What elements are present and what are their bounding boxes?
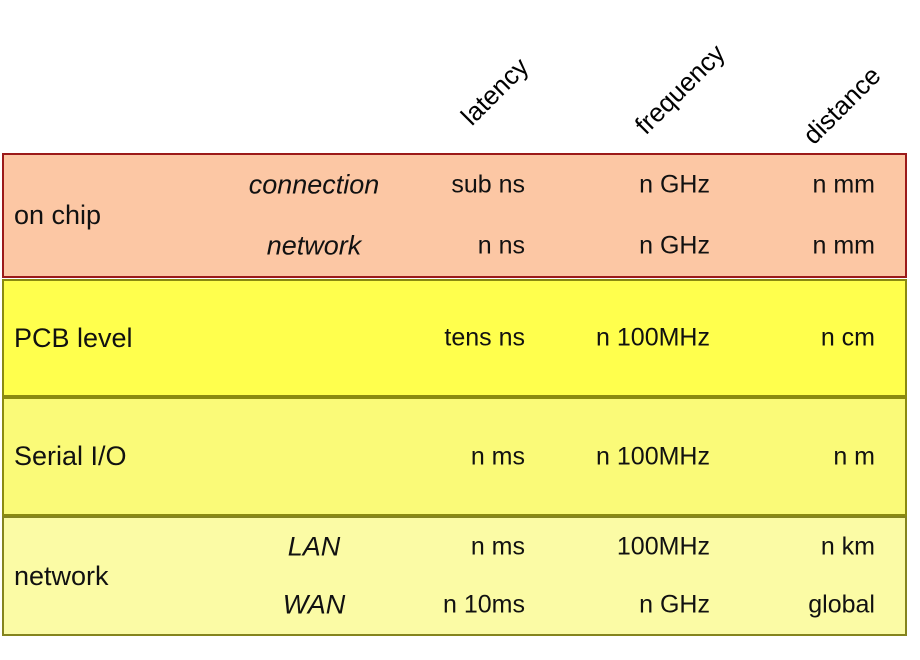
subrow-wan: WAN n 10ms n GHz global [4,576,905,634]
frequency-cell: n GHz [639,590,710,619]
row-serial-io: Serial I/O n ms n 100MHz n m [2,397,907,516]
column-header-distance: distance [796,60,887,150]
sublabel-cell: connection [248,169,380,200]
frequency-cell: n GHz [639,170,710,199]
distance-cell: global [808,590,875,619]
distance-cell: n mm [812,170,876,199]
latency-cell: n 10ms [443,590,525,619]
row-pcb-level: PCB level tens ns n 100MHz n cm [2,279,907,397]
row-label-network: network [14,560,109,591]
row-label-on-chip: on chip [14,200,102,230]
distance-cell: n cm [820,323,875,352]
frequency-cell: n 100MHz [596,323,710,352]
distance-cell: n m [833,442,875,470]
subrow-serial-io: n ms n 100MHz n m [4,399,905,514]
distance-cell: n km [820,532,875,561]
latency-cell: n ms [470,442,525,470]
column-header-latency: latency [454,51,535,131]
subrow-connection: connection sub ns n GHz n mm [4,155,905,216]
frequency-cell: n GHz [639,231,710,260]
sublabel-cell: LAN [287,531,341,562]
row-network: network LAN n ms 100MHz n km WAN n 10ms … [2,516,907,636]
subrow-lan: LAN n ms 100MHz n km [4,518,905,576]
frequency-cell: 100MHz [616,532,710,561]
subrow-network: network n ns n GHz n mm [4,216,905,277]
latency-cell: n ms [470,532,525,561]
sublabel-cell: network [266,230,362,261]
frequency-cell: n 100MHz [596,442,710,470]
row-label-pcb-level: PCB level [14,322,133,353]
latency-cell: n ns [477,231,525,260]
latency-cell: sub ns [451,170,525,199]
row-label-serial-io: Serial I/O [14,441,127,471]
distance-cell: n mm [812,231,876,260]
latency-cell: tens ns [444,323,525,352]
column-header-frequency: frequency [628,38,731,141]
subrow-pcb: tens ns n 100MHz n cm [4,281,905,395]
sublabel-cell: WAN [282,589,346,620]
row-on-chip: on chip connection sub ns n GHz n mm net… [2,153,907,278]
